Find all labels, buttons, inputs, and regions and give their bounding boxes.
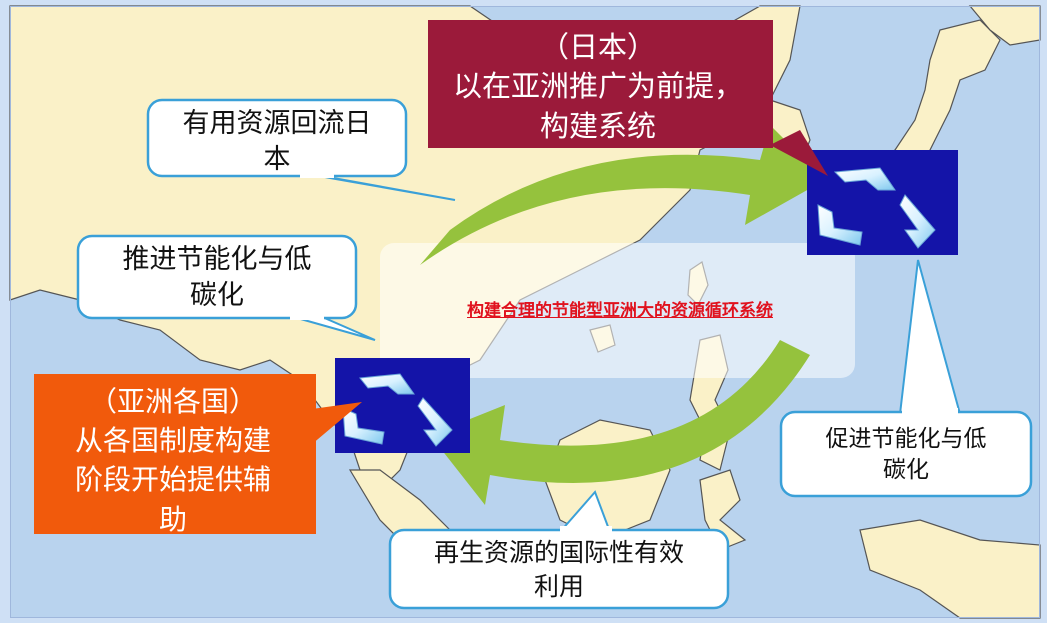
center-title: 构建合理的节能型亚洲大的资源循环系统 bbox=[467, 301, 773, 321]
callout-line: 本 bbox=[263, 144, 291, 176]
center-panel bbox=[380, 243, 855, 378]
callout-resource-return bbox=[146, 98, 456, 201]
callout-line: 利用 bbox=[533, 571, 584, 601]
cycle-arrow-upper bbox=[420, 125, 825, 265]
asia-line-1: （亚洲各国） bbox=[88, 385, 257, 418]
japan-box bbox=[428, 20, 828, 176]
asia-box-text: （亚洲各国） 从各国制度构建 阶段开始提供辅 助 bbox=[36, 382, 310, 539]
callout-line: 碳化 bbox=[190, 280, 244, 312]
callout-promote-right bbox=[779, 259, 1033, 498]
japan-line-1: （日本） bbox=[539, 30, 656, 64]
recycle-icon bbox=[807, 150, 958, 255]
callout-line: 有用资源回流日 bbox=[182, 108, 372, 139]
new-guinea-island bbox=[859, 519, 1041, 619]
japan-line-3: 构建系统 bbox=[539, 108, 656, 143]
japan-line-2: 以在亚洲推广为前提， bbox=[452, 69, 743, 104]
callout-line: 推进节能化与低 bbox=[122, 244, 312, 275]
callout-promote-right-text: 促进节能化与低 碳化 bbox=[781, 424, 1031, 486]
callout-line: 碳化 bbox=[883, 457, 929, 484]
asia-box bbox=[34, 374, 362, 534]
asia-line-4: 助 bbox=[158, 502, 187, 536]
callout-recycled-use-text: 再生资源的国际性有效 利用 bbox=[390, 536, 728, 604]
callout-resource-return-text: 有用资源回流日 本 bbox=[148, 106, 406, 179]
asia-line-2: 从各国制度构建 bbox=[74, 424, 271, 458]
asia-line-3: 阶段开始提供辅 bbox=[74, 463, 271, 497]
callout-line: 促进节能化与低 bbox=[825, 426, 987, 452]
callout-promote-left-text: 推进节能化与低 碳化 bbox=[78, 242, 356, 315]
callout-promote-left bbox=[76, 234, 376, 341]
japan-box-text: （日本） 以在亚洲推广为前提， 构建系统 bbox=[428, 28, 768, 146]
callout-line: 再生资源的国际性有效 bbox=[433, 538, 684, 567]
cycle-arrow-lower bbox=[430, 340, 810, 505]
callout-recycled-use bbox=[388, 490, 730, 610]
